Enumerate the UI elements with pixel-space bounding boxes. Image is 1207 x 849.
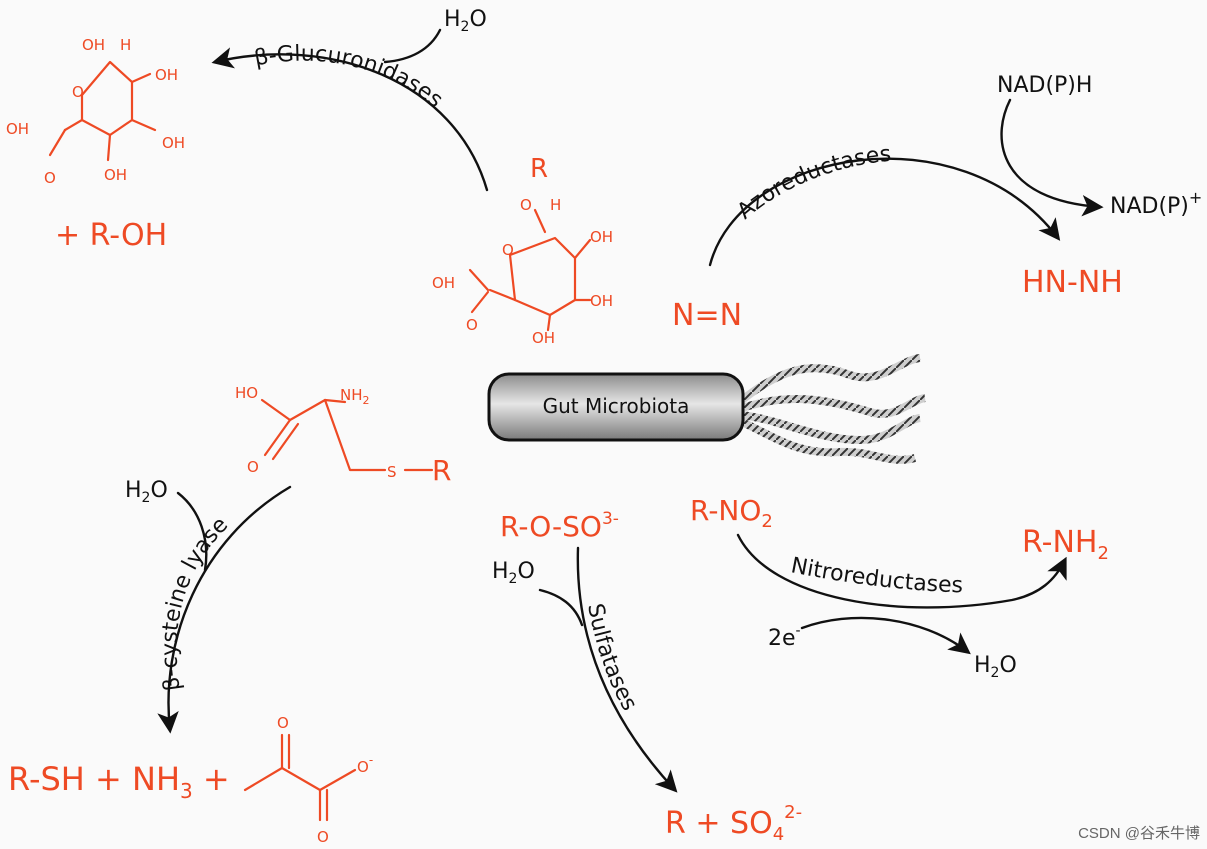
azo-cofactor-out: NAD(P)+ [1110, 188, 1202, 219]
pyruvate-o-top: O [277, 714, 289, 732]
glucuronic-oh-top: OH [82, 36, 105, 54]
azo-product: HN-NH [1022, 265, 1123, 300]
glucuronide-oh2: OH [590, 292, 613, 310]
sulf-water: H2O [492, 559, 535, 587]
azo-cofactor-in: NAD(P)H [997, 73, 1092, 98]
glucuronic-acid-oh: OH [6, 120, 29, 138]
glucuronic-acid-product: OH H OH OH OH O OH O + R-OH [6, 36, 185, 253]
glucuronic-ring-o: O [72, 83, 84, 101]
sulfate-substrate: R-O-SO3- [500, 509, 619, 543]
pyruvate-o-minus: O- [357, 753, 373, 776]
glucuronide-carbonyl-o: O [466, 316, 478, 334]
glucuronide-substrate: R O H OH OH OH O OH O [432, 154, 613, 347]
enzyme-cysteine-lyase: β-cysteine lyase [158, 512, 234, 692]
cys-product-rsh-nh3: R-SH + NH3 + [8, 760, 230, 803]
glucuronic-oh-lower-right: OH [162, 134, 185, 152]
cell-body [487, 372, 745, 442]
flagella [739, 354, 926, 464]
glucuronic-oh-right: OH [155, 66, 178, 84]
nitro-electrons: 2e- [768, 623, 801, 651]
watermark: CSDN @谷禾牛博 [1078, 825, 1200, 842]
cysteine-lyase-reaction: H2O β-cysteine lyase R-SH + NH3 + O O O- [8, 478, 373, 846]
glucuronide-o: O [520, 196, 532, 214]
cys-water: H2O [125, 478, 168, 506]
glucuronide-r: R [530, 154, 548, 184]
nitroreductase-reaction: R-NO2 R-NH2 2e- H2O Nitroreductases [690, 494, 1109, 681]
cys-sulfur: S [387, 463, 397, 481]
glucuronide-product-roh: + R-OH [55, 218, 167, 253]
gluc-water: H2O [444, 7, 487, 35]
nitro-product: R-NH2 [1022, 525, 1109, 564]
gut-microbiota-cell: Gut Microbiota [487, 354, 926, 464]
glucuronic-carbonyl-o: O [44, 169, 56, 187]
glucuronide-acid-oh: OH [432, 274, 455, 292]
cys-ho: HO [235, 384, 258, 402]
cys-carbonyl-o: O [247, 458, 259, 476]
glucuronide-oh3: OH [532, 329, 555, 347]
azoreductase-reaction: N=N HN-NH NAD(P)H NAD(P)+ Azoreductases [672, 73, 1202, 333]
sulfate-product: R + SO42- [665, 802, 802, 845]
cys-r: R [432, 454, 451, 487]
glucuronic-oh-bottom: OH [104, 166, 127, 184]
pyruvate [243, 733, 357, 822]
glucuronide-h: H [550, 196, 561, 214]
azo-substrate: N=N [672, 298, 742, 333]
glucuronic-h-top: H [120, 36, 131, 54]
enzyme-sulfatase: Sulfatases [582, 601, 642, 714]
glucuronidase-reaction: H2O β-Glucuronidases [211, 7, 489, 192]
glucuronide-oh1: OH [590, 228, 613, 246]
cys-nh2: NH2 [340, 386, 370, 407]
nitro-water: H2O [974, 653, 1017, 681]
cysteine-conjugate: HO NH2 O S R [235, 384, 451, 487]
cell-label: Gut Microbiota [543, 394, 690, 418]
nitro-substrate: R-NO2 [690, 494, 773, 532]
glucuronide-ring-o: O [502, 241, 514, 259]
enzyme-azoreductase: Azoreductases [733, 142, 892, 225]
pyruvate-o-bottom: O [317, 828, 329, 846]
